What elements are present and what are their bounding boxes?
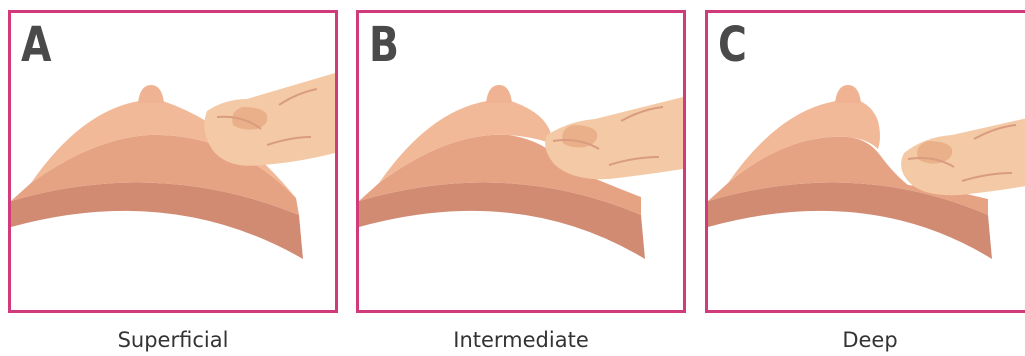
nipple — [835, 85, 861, 103]
palpating-finger — [545, 97, 683, 179]
panel-superficial: A — [8, 10, 338, 313]
breast-palpation-illustration — [11, 13, 335, 310]
palpating-finger — [204, 73, 335, 166]
breast-palpation-illustration — [708, 13, 1025, 310]
caption-superficial: Superficial — [8, 328, 338, 353]
panel-intermediate: B — [356, 10, 686, 313]
caption-deep: Deep — [705, 328, 1025, 353]
breast-palpation-illustration — [359, 13, 683, 310]
nipple — [138, 85, 164, 103]
caption-intermediate: Intermediate — [356, 328, 686, 353]
palpating-finger — [901, 117, 1025, 195]
nipple — [486, 85, 512, 103]
panel-deep: C — [705, 10, 1025, 313]
